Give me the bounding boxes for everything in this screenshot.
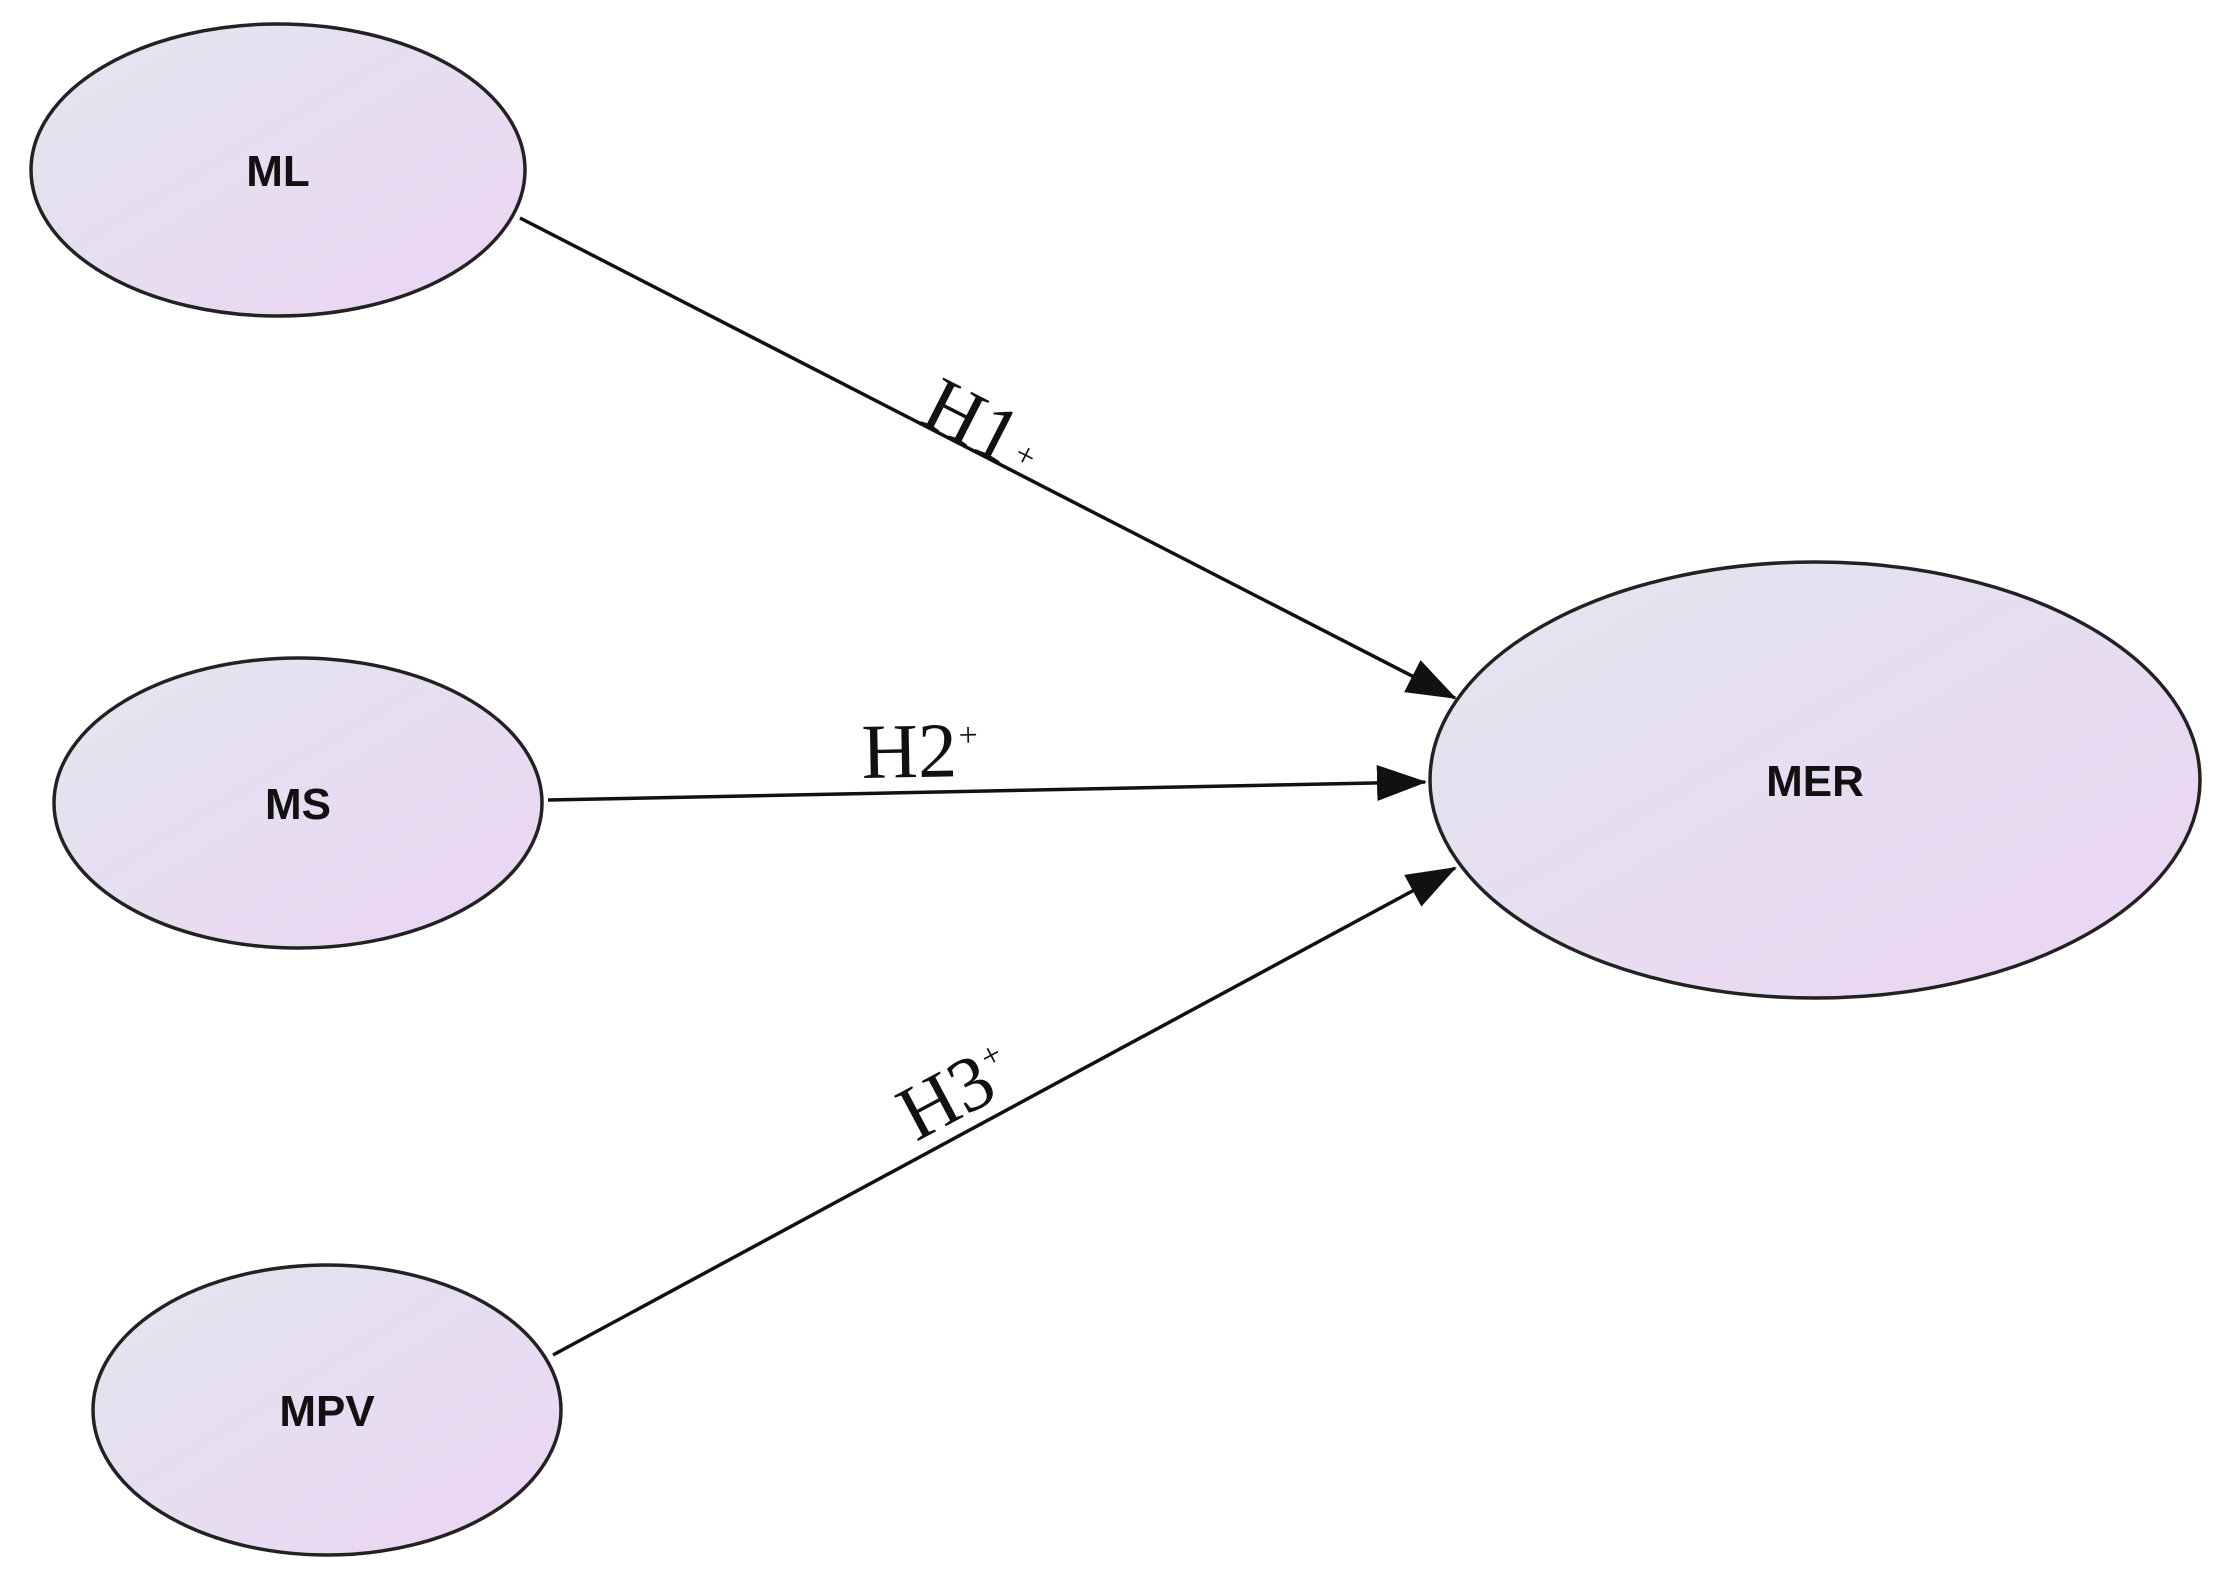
node-mer: MER [1428, 560, 2202, 1000]
node-mer-ellipse [1428, 560, 2202, 1000]
edge-h3-label: H3+ [883, 1025, 1027, 1157]
node-mpv-label: MPV [279, 1387, 375, 1436]
edge-h2-line [547, 764, 1427, 802]
edge-h2-sign: + [958, 717, 978, 754]
node-mer-label: MER [1766, 757, 1864, 806]
node-ml-ellipse [29, 22, 527, 318]
edge-h1-line [519, 216, 1457, 700]
node-mpv-ellipse [91, 1263, 563, 1557]
node-ml-label: ML [246, 147, 310, 196]
edge-h1: H1+ [519, 216, 1457, 700]
node-ml: ML [29, 22, 527, 318]
node-ms-ellipse [52, 656, 544, 950]
edge-h2-label: H2+ [861, 706, 979, 795]
node-ms: MS [52, 656, 544, 950]
node-mpv: MPV [91, 1263, 563, 1557]
edge-h1-label: H1+ [910, 360, 1057, 492]
edge-h3: H3+ [552, 866, 1457, 1357]
edge-h2: H2+ [547, 706, 1427, 802]
edge-h2-text: H2 [861, 706, 958, 795]
node-ms-label: MS [265, 780, 331, 829]
edge-h3-line [552, 866, 1457, 1357]
